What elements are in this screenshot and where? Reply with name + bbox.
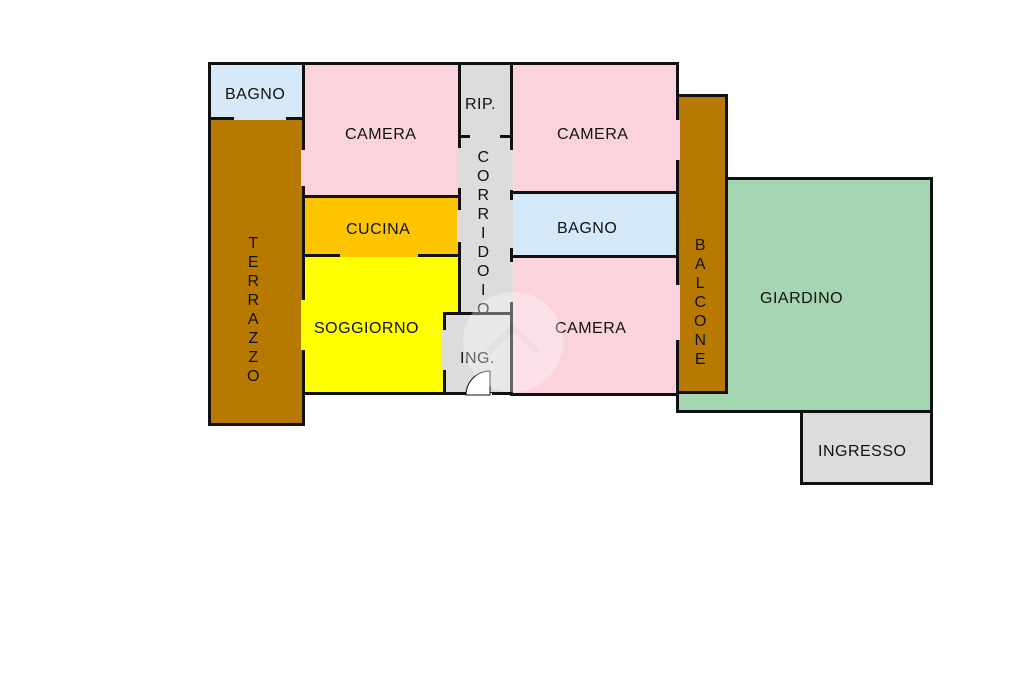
- vertical-letter: D: [477, 244, 489, 261]
- door-corridoio-camera-right: [508, 150, 513, 190]
- door-terrazzo-bagno: [234, 115, 286, 120]
- entrance-door-swing-icon: [465, 370, 491, 396]
- vertical-letter: L: [695, 275, 705, 292]
- vertical-letter: B: [694, 237, 706, 254]
- door-bagno-balcone: [675, 285, 680, 340]
- vertical-letter: R: [477, 187, 489, 204]
- vertical-letter: Z: [248, 330, 259, 347]
- door-cucina-corridoio: [457, 210, 462, 242]
- vertical-letter: O: [477, 168, 490, 185]
- vertical-letter: O: [694, 313, 707, 330]
- ing-label: ING.: [460, 350, 495, 368]
- vertical-letter: N: [694, 332, 706, 349]
- balcone-room: [676, 94, 728, 394]
- camera-top-left-label: CAMERA: [345, 126, 417, 143]
- camera-bottom-right-room: [510, 255, 679, 396]
- ingresso-room: [800, 410, 933, 485]
- vertical-letter: A: [694, 256, 706, 273]
- bagno-right-label: BAGNO: [557, 220, 618, 237]
- door-terrazzo-soggiorno: [301, 300, 306, 350]
- camera-bottom-right-label: CAMERA: [555, 320, 627, 337]
- bagno-top-label: BAGNO: [225, 86, 286, 103]
- door-cucina-soggiorno: [340, 252, 418, 257]
- vertical-letter: E: [247, 254, 259, 271]
- vertical-letter: R: [477, 206, 489, 223]
- door-rip-corridoio: [470, 133, 500, 138]
- vertical-letter: C: [694, 294, 706, 311]
- vertical-letter: T: [248, 235, 259, 252]
- vertical-letter: E: [694, 351, 706, 368]
- vertical-letter: O: [247, 368, 260, 385]
- door-terrazzo-camera: [301, 150, 306, 186]
- vertical-letter: O: [477, 263, 490, 280]
- camera-top-right-label: CAMERA: [557, 126, 629, 143]
- vertical-letter: R: [247, 292, 259, 309]
- door-corridoio-bagno-right: [508, 200, 513, 248]
- watermark-logo-icon: [463, 292, 563, 392]
- terrazzo-room: [208, 117, 305, 426]
- door-camera-balcone: [675, 120, 680, 160]
- vertical-letter: Z: [248, 349, 259, 366]
- bagno-top-room: [208, 62, 305, 120]
- door-camera-corridoio: [457, 148, 462, 188]
- soggiorno-label: SOGGIORNO: [314, 320, 419, 337]
- rip-label: RIP.: [465, 96, 497, 113]
- vertical-letter: A: [247, 311, 259, 328]
- ingresso-label: INGRESSO: [818, 443, 907, 460]
- vertical-letter: R: [247, 273, 259, 290]
- vertical-letter: I: [481, 282, 486, 299]
- giardino-label: GIARDINO: [760, 290, 844, 307]
- vertical-letter: I: [481, 225, 486, 242]
- door-corridoio-camera-bottom: [508, 262, 513, 302]
- cucina-label: CUCINA: [346, 221, 411, 238]
- door-ing-soggiorno: [441, 330, 446, 370]
- vertical-letter: C: [477, 149, 489, 166]
